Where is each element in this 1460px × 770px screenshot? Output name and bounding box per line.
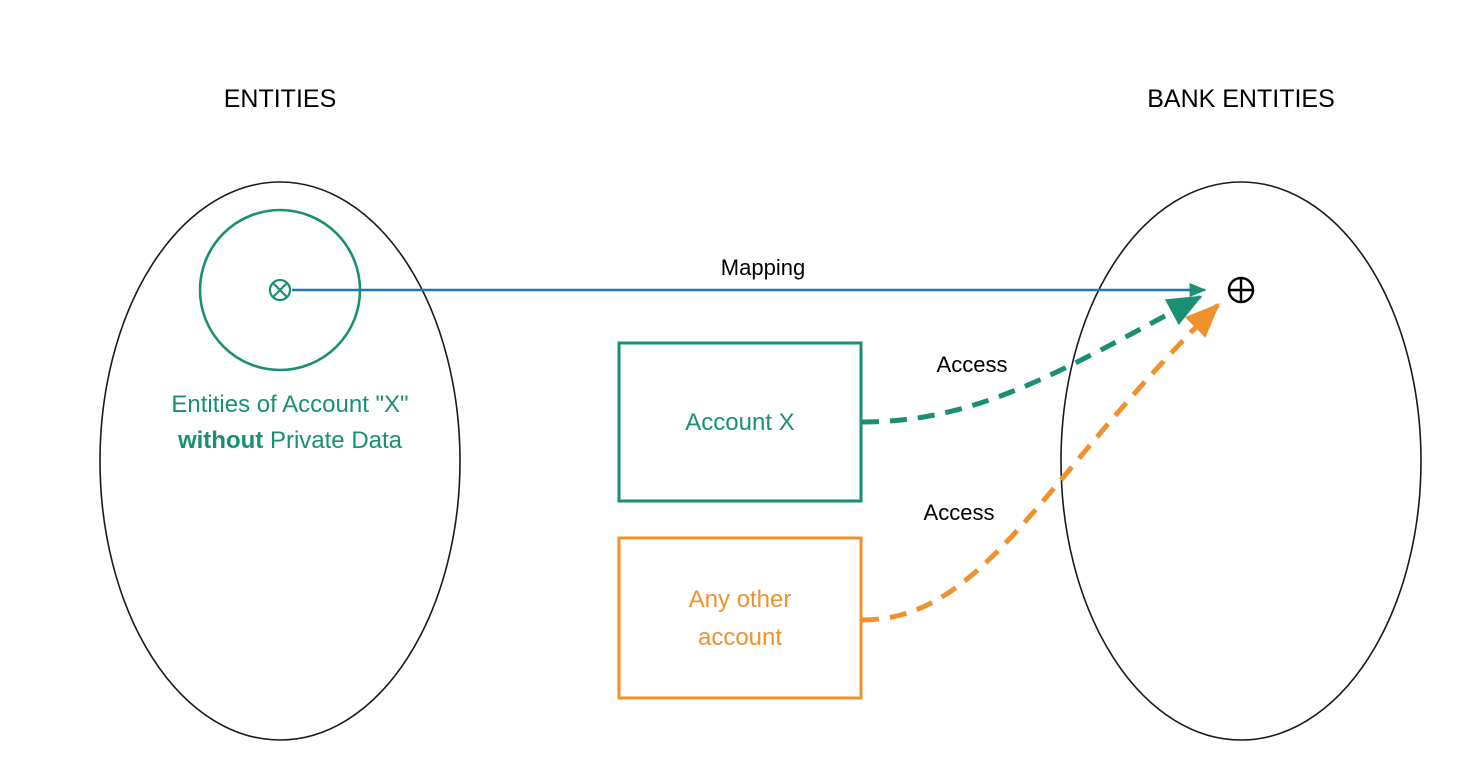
access-edge-account-x[interactable] — [861, 294, 1203, 425]
account-x-box[interactable] — [617, 341, 863, 503]
crossed-circle-icon — [268, 278, 292, 302]
plus-circle-icon — [1227, 276, 1255, 304]
entities-caption-line1: Entities of Account "X" — [171, 391, 408, 418]
any-other-account-box-label-line1: Any other — [689, 586, 792, 613]
left-group-title: ENTITIES — [224, 85, 337, 113]
access-edge-account-x-label: Access — [937, 352, 1008, 377]
any-other-account-box-label-line2: account — [698, 624, 782, 651]
bank-entities-ellipse — [1060, 181, 1422, 741]
right-group-title: BANK ENTITIES — [1147, 85, 1335, 113]
access-edge-any-other-account-label: Access — [924, 500, 995, 525]
access-edge-any-other-account[interactable] — [861, 302, 1221, 623]
account-x-box-label: Account X — [685, 409, 794, 436]
any-other-account-box[interactable] — [617, 536, 863, 700]
mapping-edge-label: Mapping — [721, 255, 805, 280]
entities-caption-bold: without — [177, 427, 263, 454]
entities-caption-line2: without Private Data — [177, 427, 403, 454]
entities-ellipse — [99, 181, 461, 741]
entities-caption-rest: Private Data — [263, 427, 402, 454]
